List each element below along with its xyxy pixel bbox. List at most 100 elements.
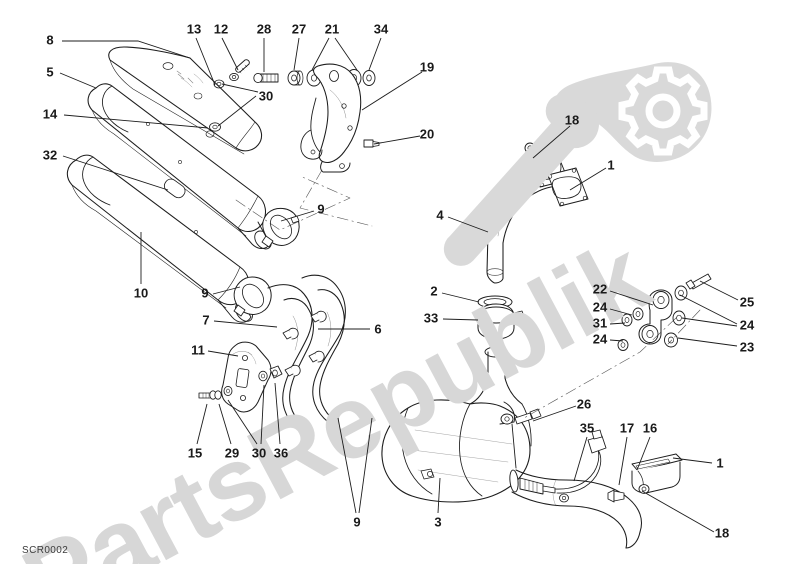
callout-label-11: 11	[191, 342, 205, 358]
leader-line-c18b	[641, 490, 715, 533]
callout-label-13: 13	[186, 21, 202, 37]
part-13-12-screws	[229, 59, 250, 82]
callout-label-34: 34	[373, 21, 389, 37]
leader-line-c20	[373, 135, 421, 145]
leader-line-c25	[699, 280, 739, 301]
callout-label-9: 9	[353, 514, 361, 530]
tail-pipe	[509, 469, 643, 549]
leader-line-c9a	[280, 210, 315, 222]
callout-label-23: 23	[739, 339, 755, 355]
leader-line-c32	[62, 155, 169, 191]
callout-label-30: 30	[251, 445, 267, 461]
part-33-clamp	[477, 303, 526, 358]
leader-line-c30	[221, 83, 259, 93]
callout-label-9: 9	[201, 285, 209, 301]
leader-line-c15	[196, 403, 208, 445]
leader-line-c33	[442, 318, 479, 321]
callout-label-9: 9	[317, 201, 325, 217]
leader-line-c9c	[337, 417, 357, 514]
leader-line-c12	[221, 37, 239, 71]
part-7-front-link-pipe	[301, 274, 346, 423]
leader-line-c31	[609, 322, 626, 325]
part-11-mounting-plate	[221, 341, 272, 413]
leader-line-c9d	[358, 417, 373, 514]
leader-line-c24c	[679, 294, 738, 325]
callout-label-14: 14	[42, 106, 58, 122]
part-9-clamp-upper	[261, 208, 300, 248]
callout-label-36: 36	[273, 445, 289, 461]
callout-label-2: 2	[430, 283, 438, 299]
callout-label-12: 12	[213, 21, 229, 37]
link-arm-assembly	[617, 273, 712, 351]
leader-line-c11	[207, 350, 239, 357]
callout-label-26: 26	[576, 396, 592, 412]
assembly-axes	[235, 169, 701, 419]
callout-label-4: 4	[436, 207, 444, 223]
leader-line-c4	[447, 216, 489, 233]
callout-label-18: 18	[714, 525, 730, 541]
callout-label-24: 24	[592, 331, 608, 347]
callout-label-32: 32	[42, 147, 58, 163]
leader-line-c21	[311, 37, 330, 71]
part-28-bolt	[253, 72, 279, 84]
fasteners-15-29-30-36	[198, 365, 283, 400]
leader-line-c7	[213, 320, 278, 328]
leader-line-c36	[274, 382, 281, 445]
callout-label-28: 28	[256, 21, 272, 37]
callout-label-18: 18	[564, 112, 580, 128]
leader-line-c24a	[609, 308, 633, 316]
callout-label-27: 27	[291, 21, 307, 37]
leader-line-c35	[573, 436, 588, 482]
leader-line-c2	[441, 292, 480, 303]
part-9-clamp-lower	[233, 276, 272, 317]
leader-line-c16	[636, 436, 651, 471]
leader-line-c9b	[212, 286, 241, 295]
callout-label-7: 7	[202, 312, 210, 328]
part-17-stud	[607, 489, 625, 503]
leader-line-c18	[532, 125, 571, 159]
callout-label-6: 6	[374, 321, 382, 337]
leader-line-c23	[677, 337, 738, 347]
leader-line-c19	[361, 71, 423, 111]
callout-label-22: 22	[592, 281, 608, 297]
callout-label-3: 3	[434, 514, 442, 530]
callout-label-5: 5	[46, 64, 54, 80]
leader-line-c30d	[260, 384, 265, 445]
leader-line-c29	[218, 403, 232, 445]
callout-label-31: 31	[592, 315, 608, 331]
callout-label-24: 24	[739, 317, 755, 333]
leader-line-c14	[63, 114, 209, 129]
callout-label-21: 21	[324, 21, 340, 37]
callout-label-30: 30	[258, 88, 274, 104]
callout-label-10: 10	[133, 285, 149, 301]
callout-label-25: 25	[739, 294, 755, 310]
callout-label-1: 1	[716, 455, 724, 471]
leader-line-c13	[195, 37, 216, 86]
leader-line-c5	[59, 72, 97, 89]
part-19-support-bracket	[300, 63, 362, 173]
callout-label-16: 16	[642, 420, 658, 436]
part-3-silencer	[381, 351, 542, 503]
leader-line-c1	[569, 167, 607, 191]
leader-line-c1b	[672, 457, 713, 464]
leader-line-c30b	[217, 95, 257, 127]
callout-label-20: 20	[419, 126, 435, 142]
part-8-heat-shield	[108, 46, 263, 155]
leader-line-c8	[62, 40, 191, 59]
callout-label-15: 15	[187, 445, 203, 461]
callout-label-17: 17	[619, 420, 635, 436]
callout-label-8: 8	[46, 32, 54, 48]
callout-label-24: 24	[592, 299, 608, 315]
leader-line-c34	[368, 37, 382, 71]
pipe-clips	[282, 310, 327, 377]
leader-line-c22	[609, 290, 654, 306]
part-35-lambda-sensor	[519, 429, 607, 503]
leader-line-c21b	[334, 37, 358, 71]
leader-line-c26	[532, 405, 577, 422]
callout-label-29: 29	[224, 445, 240, 461]
callout-label-33: 33	[423, 310, 439, 326]
leader-line-c24b	[609, 339, 624, 342]
leader-line-c27	[293, 37, 300, 71]
